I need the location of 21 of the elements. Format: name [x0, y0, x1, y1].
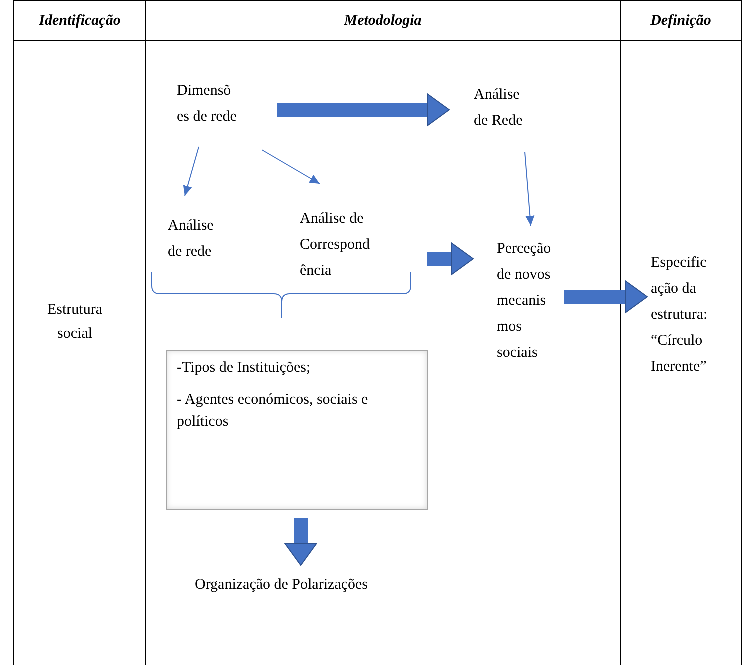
block-arrow: [564, 280, 648, 314]
node-text: Perceção de novos mecanis mos sociais: [497, 236, 563, 366]
arrow: [262, 150, 320, 184]
node-text: Especific ação da estrutura: “Círculo Inerente”: [651, 250, 735, 380]
column-header: Metodologia: [343, 12, 423, 31]
arrow: [183, 146, 200, 196]
row-label: Estrutura social: [46, 301, 104, 344]
node-text: Organização de Polarizações: [195, 572, 425, 598]
column-header: Identificação: [38, 12, 122, 31]
block-arrow: [277, 94, 450, 126]
node-text: Análise de rede: [168, 213, 228, 265]
block-arrow: [427, 242, 474, 276]
column-header: Definição: [650, 12, 712, 31]
list-item: -Tipos de Instituições;: [177, 359, 312, 378]
list-box: [166, 350, 428, 510]
node-text: Análise de Correspond ência: [300, 206, 392, 284]
arrow: [524, 152, 535, 226]
node-text: Análise de Rede: [474, 82, 530, 134]
list-item: - Agentes económicos, sociais e políticos: [177, 391, 370, 432]
node-text: Dimensõ es de rede: [177, 78, 243, 130]
block-arrow: [284, 518, 318, 566]
